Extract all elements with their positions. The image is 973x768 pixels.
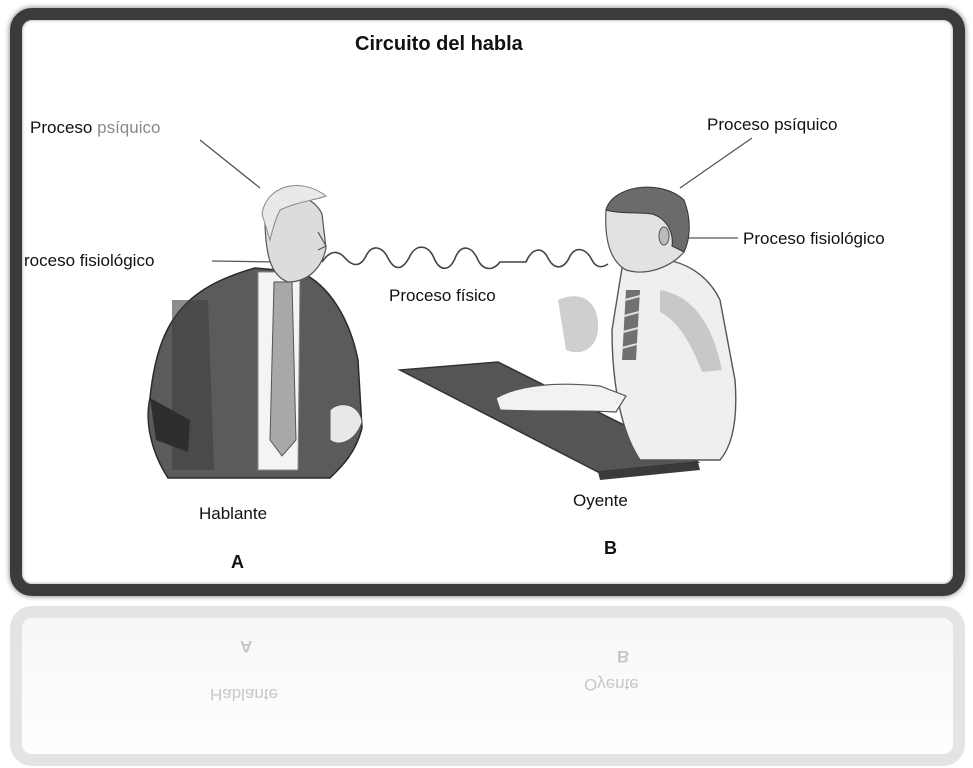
right-psychic-process-label: Proceso psíquico <box>707 115 838 134</box>
leader-line-left-psychic <box>199 139 261 189</box>
reflection-listener: Oyente <box>584 675 639 694</box>
leader-line-left-physiological <box>211 260 279 263</box>
left-psychic-word-2: psíquico <box>97 118 161 137</box>
diagram-frame <box>10 8 965 596</box>
left-physiological-process-label: roceso fisiológico <box>24 251 155 270</box>
speaker-man-illustration <box>147 185 363 479</box>
left-psychic-word-1: Proceso <box>30 118 93 137</box>
reflection-mirror: A B Hablante Oyente <box>22 618 953 754</box>
speaker-letter: A <box>231 552 244 572</box>
listener-label: Oyente <box>573 491 628 510</box>
leader-line-right-psychic <box>679 137 753 189</box>
frame-reflection: A B Hablante Oyente <box>10 606 965 766</box>
diagram-title: Circuito del habla <box>355 33 523 55</box>
listener-man-illustration <box>495 186 737 461</box>
listener-letter: B <box>604 538 617 558</box>
reflection-letter-b: B <box>617 647 630 666</box>
sound-wave <box>321 246 609 270</box>
right-physiological-process-label: Proceso fisiológico <box>743 229 885 248</box>
reflection-letter-a: A <box>240 637 253 656</box>
reflection-speaker: Hablante <box>210 685 279 704</box>
left-psychic-process-label: Proceso psíquico <box>30 118 160 138</box>
diagram-illustration <box>147 137 753 480</box>
speaker-label: Hablante <box>199 504 268 523</box>
physical-process-label: Proceso físico <box>389 286 496 305</box>
